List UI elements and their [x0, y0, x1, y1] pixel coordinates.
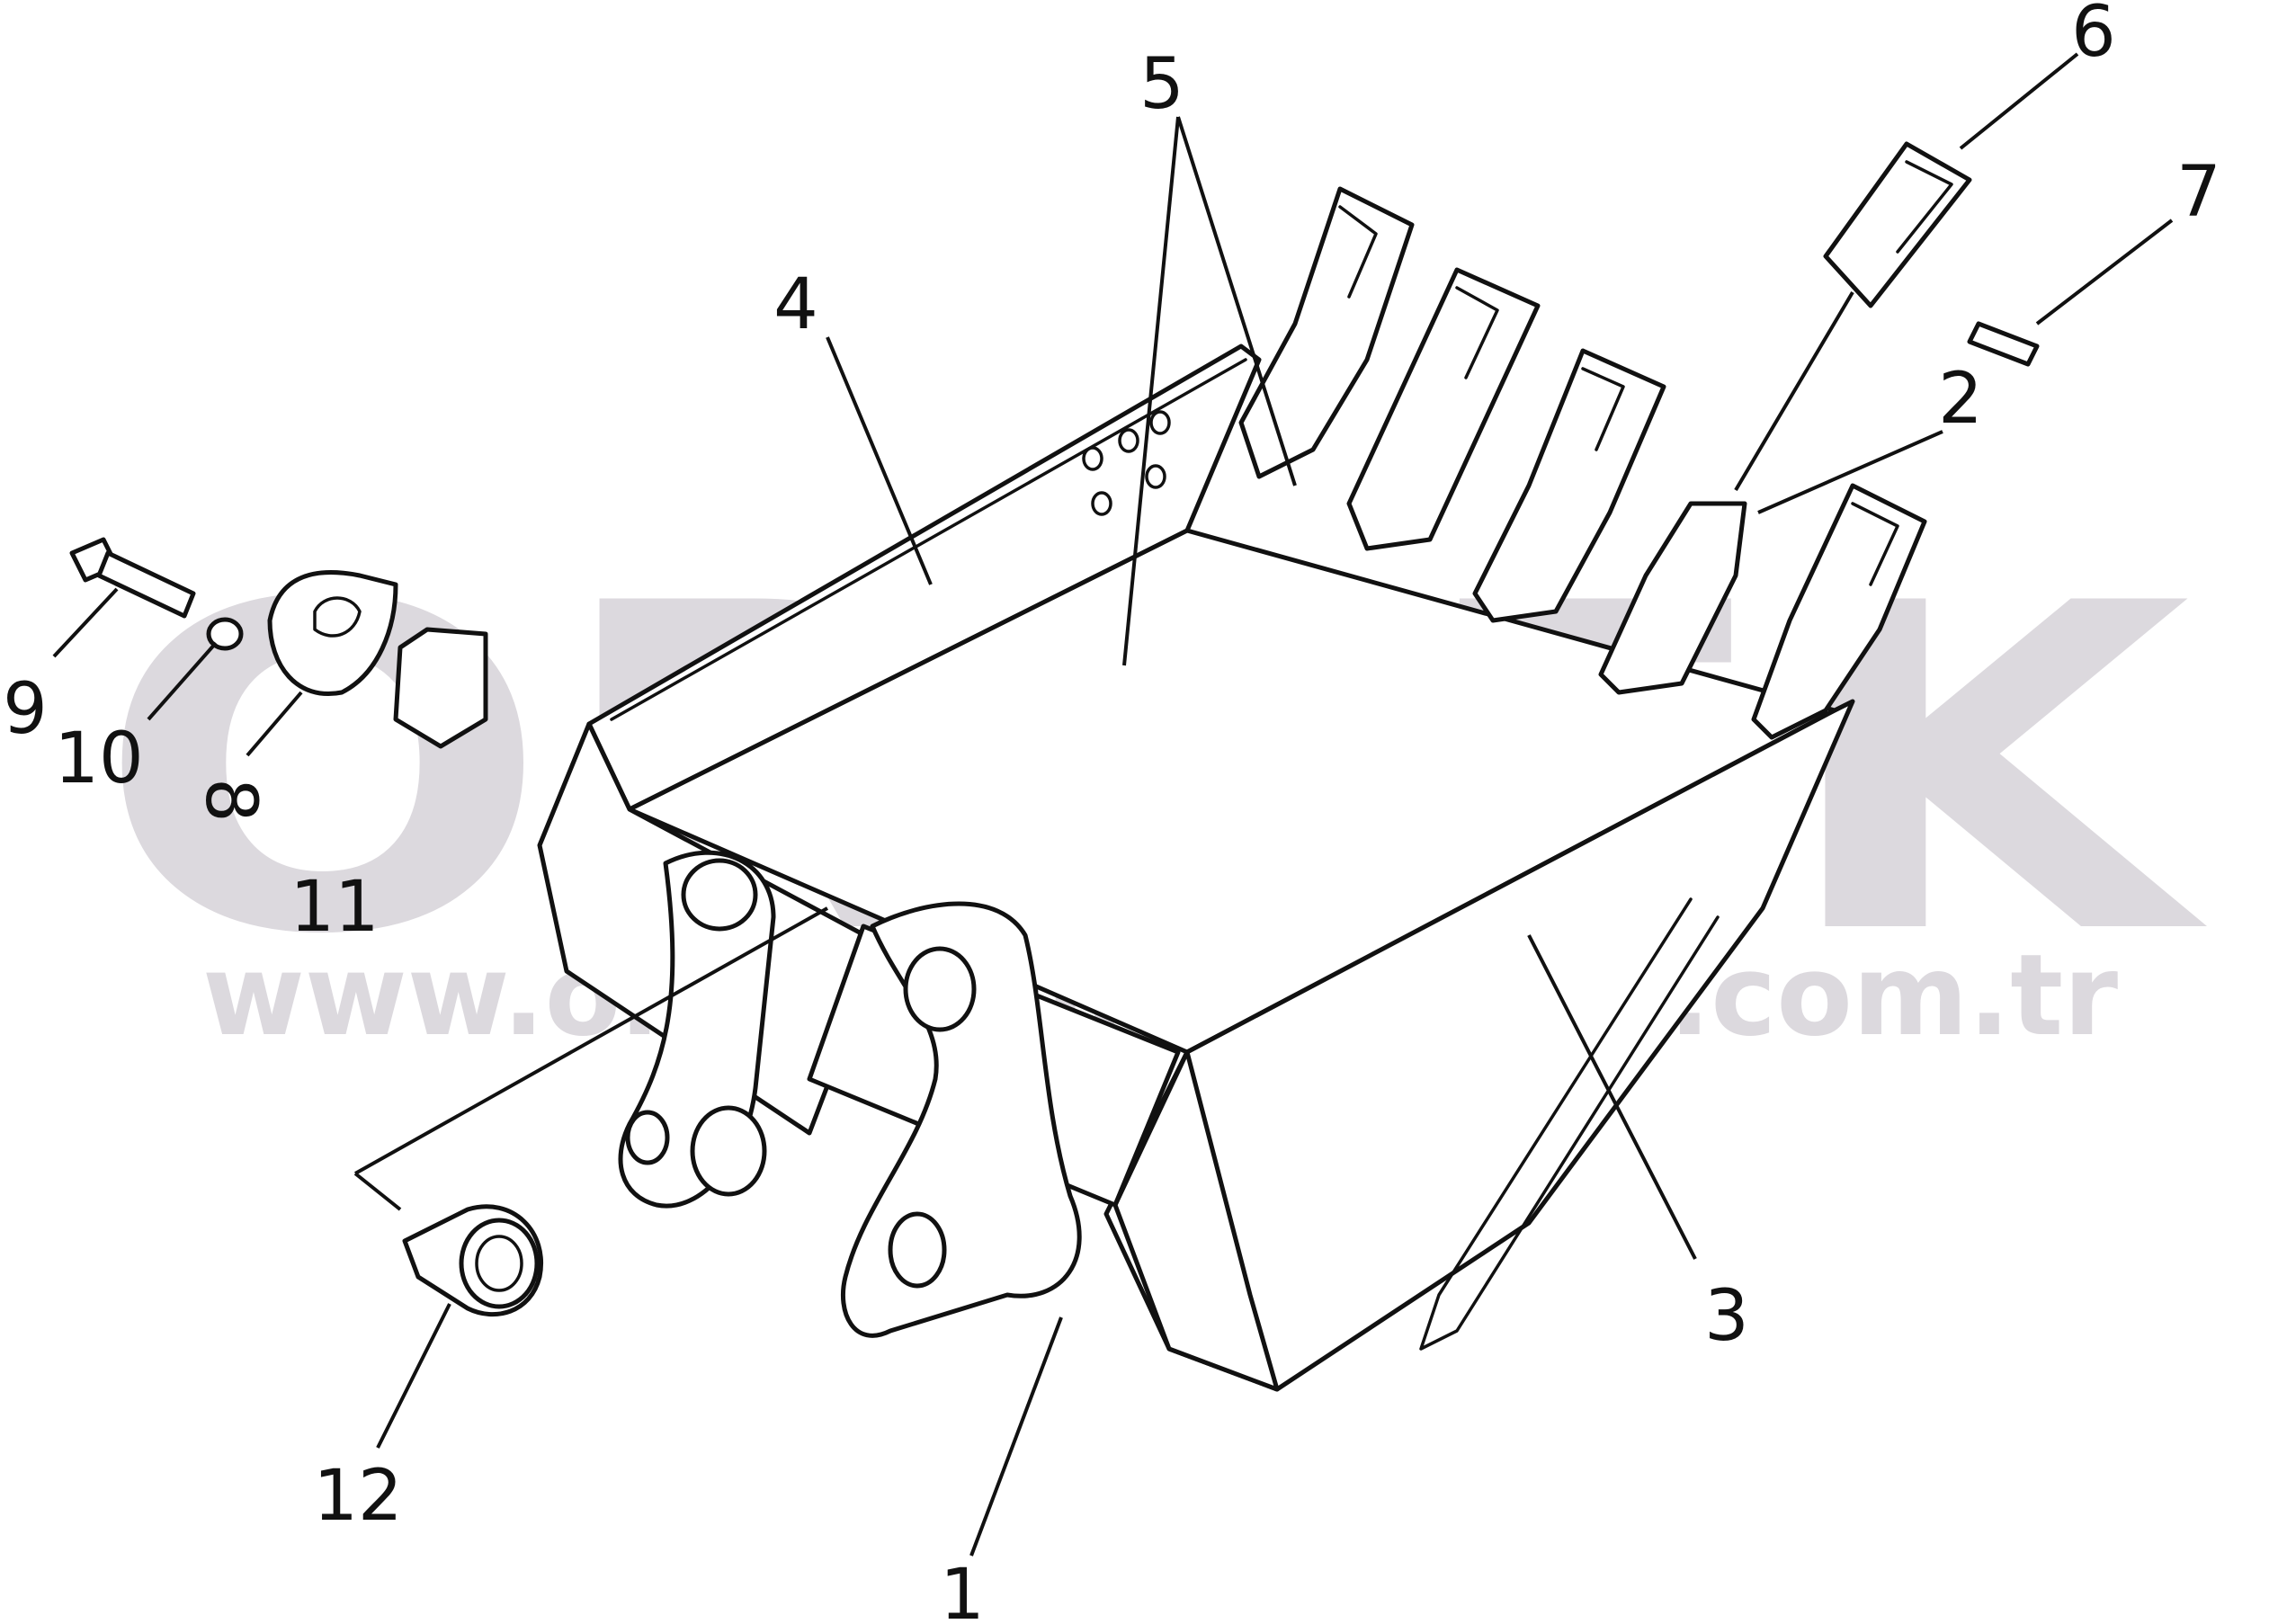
- callout-labels: 1 2 3 4 5 6 7 8 9 10 11 12: [3, 0, 2221, 1624]
- bucket-wear-strip: [1419, 897, 1720, 1351]
- leader-8: [246, 691, 303, 757]
- boss-hole-rear: [690, 1105, 767, 1197]
- leader-5b: [1122, 116, 1180, 666]
- callout-2: 2: [1938, 359, 1983, 440]
- teeth-row: [1238, 186, 1927, 740]
- leader-9: [52, 587, 119, 658]
- boss-hole-small: [625, 1110, 670, 1165]
- callout-3: 3: [1704, 1276, 1749, 1357]
- rim-bolt-holes: [1082, 410, 1171, 516]
- leader-7: [2035, 219, 2174, 326]
- tooth-3: [1472, 348, 1666, 623]
- leader-shaft-tick: [353, 1172, 402, 1211]
- boss-hole-lower: [888, 1211, 947, 1289]
- rim-bolt-hole: [1118, 428, 1139, 453]
- callout-7: 7: [2176, 152, 2221, 233]
- callout-12: 12: [313, 1456, 402, 1537]
- leader-6: [1959, 52, 2079, 150]
- callout-6: 6: [2071, 0, 2116, 73]
- exploded-bushing: [402, 1204, 543, 1317]
- leader-10: [147, 641, 218, 721]
- leader-6b: [1734, 290, 1854, 492]
- exploded-washer: [206, 617, 244, 651]
- leader-3: [1527, 934, 1697, 1260]
- tooth-2: [1346, 267, 1541, 551]
- exploded-shim: [393, 627, 488, 749]
- bucket-bottom-skin: [1103, 699, 1855, 1392]
- exploded-pin: [1967, 321, 2040, 367]
- callout-4: 4: [773, 264, 818, 345]
- leader-12: [376, 1303, 451, 1449]
- exploded-tooth-tip: [1823, 141, 1972, 308]
- callout-9: 9: [3, 669, 48, 750]
- rim-bolt-hole: [1091, 491, 1112, 516]
- tooth-1: [1238, 186, 1415, 479]
- boss-hole-upper: [903, 946, 977, 1032]
- bucket-back-plate-edge: [610, 358, 1247, 721]
- rim-bolt-hole: [1149, 410, 1171, 435]
- leader-shaft: [354, 906, 828, 1175]
- rim-bolt-hole: [1082, 446, 1103, 471]
- rim-bolt-hole: [1145, 464, 1166, 489]
- boss-hole-rear-upper: [681, 858, 758, 932]
- leader-2: [1757, 430, 1943, 514]
- leader-1: [969, 1316, 1063, 1557]
- leader-lines: [52, 52, 2174, 1557]
- callout-11: 11: [290, 867, 379, 948]
- exploded-side-cutter: [267, 570, 398, 696]
- callout-8: 8: [190, 778, 271, 823]
- callout-10: 10: [54, 718, 143, 799]
- bucket-body: [537, 344, 1855, 1392]
- tooth-5: [1751, 483, 1927, 740]
- leader-5: [1176, 116, 1297, 486]
- leader-4: [826, 336, 933, 585]
- tooth-4-adapter: [1598, 501, 1747, 695]
- callout-5: 5: [1139, 44, 1184, 125]
- exploded-bolt: [69, 537, 196, 619]
- callout-1: 1: [940, 1555, 985, 1624]
